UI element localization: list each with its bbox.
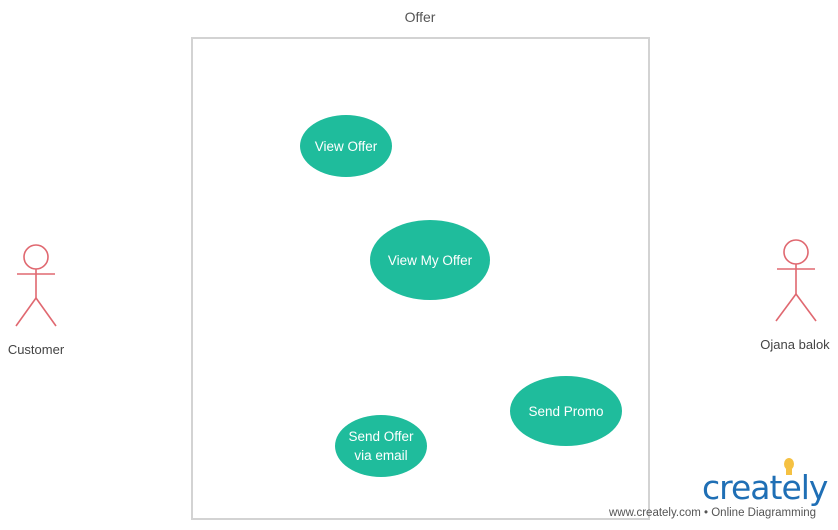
system-boundary (191, 37, 650, 520)
actor-ojana-left-leg (775, 293, 797, 322)
creately-logo: creately (702, 468, 828, 507)
actor-customer-head (23, 244, 49, 270)
usecase-send-promo-label: Send Promo (528, 403, 604, 419)
actor-ojana-figure[interactable] (775, 239, 817, 322)
actor-ojana-right-leg (795, 293, 817, 322)
actor-ojana-label: Ojana balok (760, 337, 830, 352)
actor-customer-figure[interactable] (15, 244, 57, 327)
actor-customer-right-leg (35, 297, 57, 327)
usecase-send-offer-email-label: Send Offer via email (348, 429, 414, 463)
usecase-view-offer-label: View Offer (314, 138, 378, 154)
usecase-view-my-offer[interactable] (370, 220, 490, 300)
actor-customer-left-leg (15, 297, 37, 327)
lightbulb-icon (784, 458, 794, 475)
usecase-send-promo[interactable] (510, 376, 622, 446)
actor-ojana-head (783, 239, 809, 265)
usecase-send-offer-email[interactable] (335, 415, 427, 477)
usecase-view-my-offer-label: View My Offer (387, 252, 473, 268)
creately-tagline: www.creately.com • Online Diagramming (609, 507, 817, 519)
usecase-view-offer[interactable] (300, 115, 392, 177)
system-title: Offer (404, 9, 436, 25)
actor-customer-label: Customer (7, 342, 65, 357)
